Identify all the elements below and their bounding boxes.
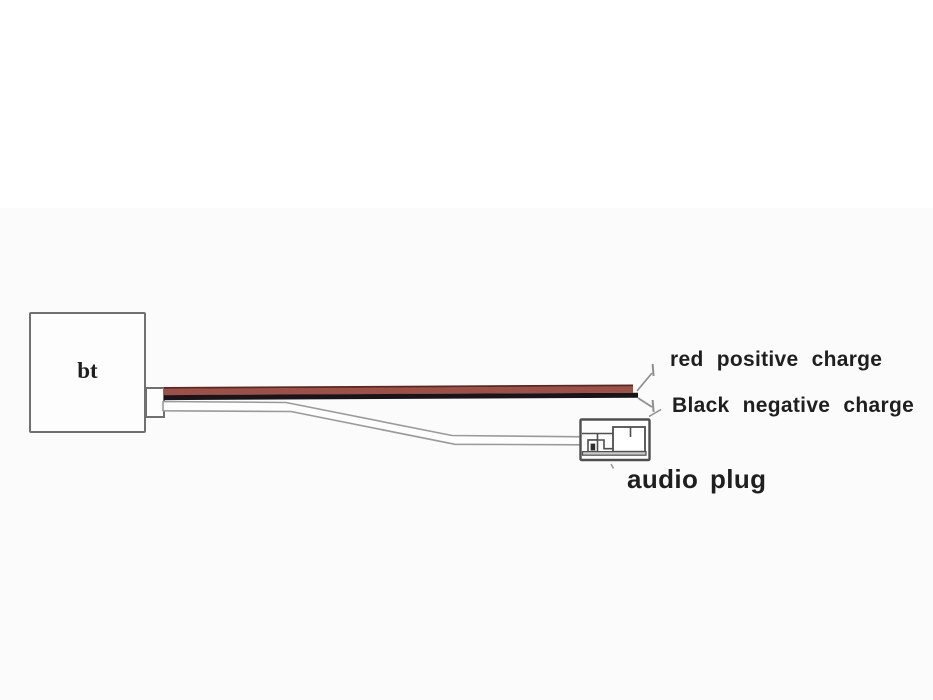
plug-bottom-strip — [581, 451, 647, 456]
red-wire — [163, 386, 634, 396]
red-wire-top-edge — [163, 384, 634, 389]
black-wire-label: Black negative charge — [672, 394, 915, 417]
bluetooth-module-label: bt — [77, 357, 98, 383]
plug-corner-flick — [648, 408, 662, 418]
bluetooth-module-box: bt — [29, 312, 146, 433]
leader-red-tick — [651, 363, 655, 377]
plug-pin — [590, 443, 596, 451]
plug-barrel — [612, 426, 646, 453]
background-lower-band — [0, 208, 933, 700]
audio-plug-label: audio plug — [627, 464, 767, 494]
leader-black-tick — [651, 399, 655, 413]
leader-red — [636, 363, 655, 392]
leader-black-line — [637, 397, 653, 408]
black-wire — [163, 392, 639, 401]
audio-plug-connector — [579, 418, 651, 462]
leader-black — [637, 397, 662, 418]
print-speck — [610, 463, 615, 469]
leader-red-line — [636, 372, 653, 392]
audio-wire-white — [162, 400, 585, 446]
red-wire-label: red positive charge — [670, 348, 883, 371]
